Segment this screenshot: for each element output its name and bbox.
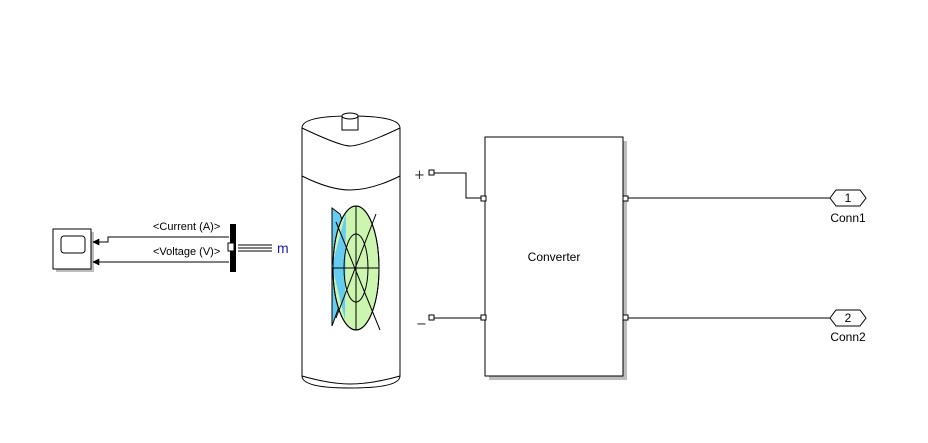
positive-connection-line[interactable] — [434, 172, 481, 199]
battery-positive-label: + — [414, 168, 425, 183]
bus-selector-block[interactable] — [227, 224, 236, 272]
voltage-signal-label: <Voltage (V)> — [153, 246, 220, 258]
battery-positive-port[interactable] — [428, 169, 435, 176]
converter-left-bottom-port[interactable] — [480, 314, 487, 321]
converter-block[interactable] — [480, 136, 629, 380]
converter-left-top-port[interactable] — [480, 195, 487, 202]
current-signal-line[interactable] — [92, 236, 229, 246]
conn2-port-block[interactable] — [829, 309, 867, 327]
conn2-port-label: Conn2 — [830, 330, 866, 344]
battery-negative-port[interactable] — [428, 314, 435, 321]
scope-block[interactable] — [52, 228, 94, 272]
scope-screen-icon — [60, 235, 86, 254]
current-signal-label: <Current (A)> — [153, 221, 220, 233]
converter-label: Converter — [528, 250, 581, 264]
conn1-port-number: 1 — [845, 191, 852, 205]
converter-right-bottom-port[interactable] — [622, 314, 629, 321]
bus-input-lines — [238, 244, 272, 252]
conn1-port-label: Conn1 — [830, 211, 866, 225]
conn2-port-number: 2 — [845, 311, 852, 325]
battery-block[interactable] — [301, 112, 401, 389]
conn1-port-block[interactable] — [829, 189, 867, 207]
battery-cell-icon — [331, 205, 381, 331]
battery-negative-label: − — [416, 317, 427, 332]
converter-right-top-port[interactable] — [622, 195, 629, 202]
bus-port-m-label: m — [277, 240, 289, 256]
